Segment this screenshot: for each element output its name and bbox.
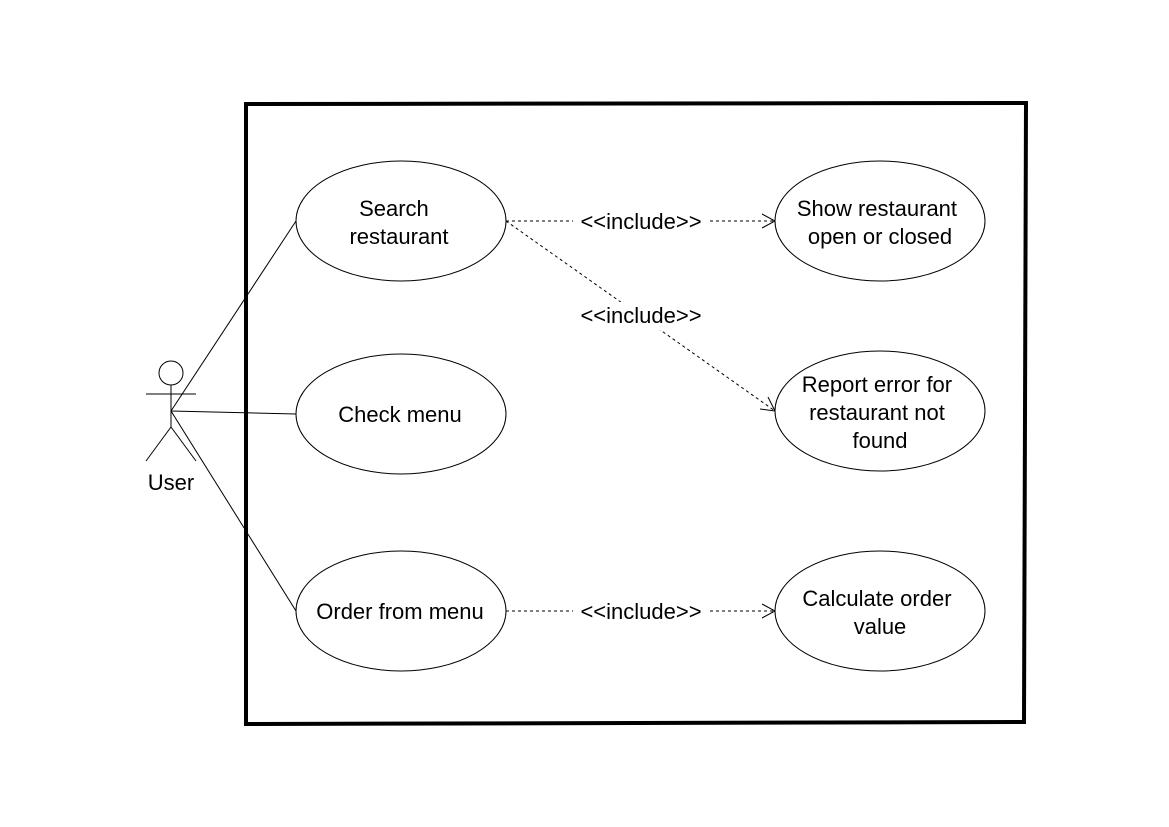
- stereotype-bg: [573, 598, 709, 626]
- system-boundary: [244, 100, 1029, 727]
- association-check-menu: [170, 410, 297, 415]
- include-arrowhead: [761, 603, 777, 619]
- use-case-search-restaurant[interactable]: Search restaurant: [295, 160, 507, 282]
- include-arrowhead: [761, 213, 777, 229]
- use-case-report-error[interactable]: Report error for restaurant not found: [774, 350, 986, 472]
- stereotype-include-2: <<include>>: [580, 303, 701, 328]
- use-case-ellipse: [774, 160, 986, 282]
- association-search: [170, 220, 297, 412]
- use-case-label: Calculate order value: [802, 586, 957, 639]
- use-case-ellipse: [295, 160, 507, 282]
- actor-head: [158, 360, 184, 386]
- actor-user[interactable]: User: [145, 360, 197, 495]
- use-case-label: Check menu: [338, 402, 462, 427]
- use-case-label: Report error for restaurant not found: [802, 372, 959, 453]
- association-order: [170, 410, 297, 612]
- use-case-ellipse: [295, 550, 507, 672]
- actor-label: User: [148, 470, 194, 495]
- use-case-order-from-menu[interactable]: Order from menu: [295, 550, 507, 672]
- use-case-ellipse: [774, 350, 986, 472]
- actor-left-leg: [145, 426, 172, 462]
- use-case-ellipse: [295, 353, 507, 475]
- use-case-label: Show restaurant open or closed: [797, 196, 963, 249]
- use-case-calculate-order-value[interactable]: Calculate order value: [774, 550, 986, 672]
- actor-right-leg: [170, 426, 197, 462]
- stereotype-include-3: <<include>>: [580, 599, 701, 624]
- stereotype-bg: [573, 302, 709, 330]
- use-case-show-open-closed[interactable]: Show restaurant open or closed: [774, 160, 986, 282]
- use-case-label: Search restaurant: [349, 196, 448, 249]
- stereotype-bg: [573, 208, 709, 236]
- use-case-ellipse: [774, 550, 986, 672]
- use-case-label: Order from menu: [316, 599, 484, 624]
- stereotype-include-1: <<include>>: [580, 209, 701, 234]
- use-case-check-menu[interactable]: Check menu: [295, 353, 507, 475]
